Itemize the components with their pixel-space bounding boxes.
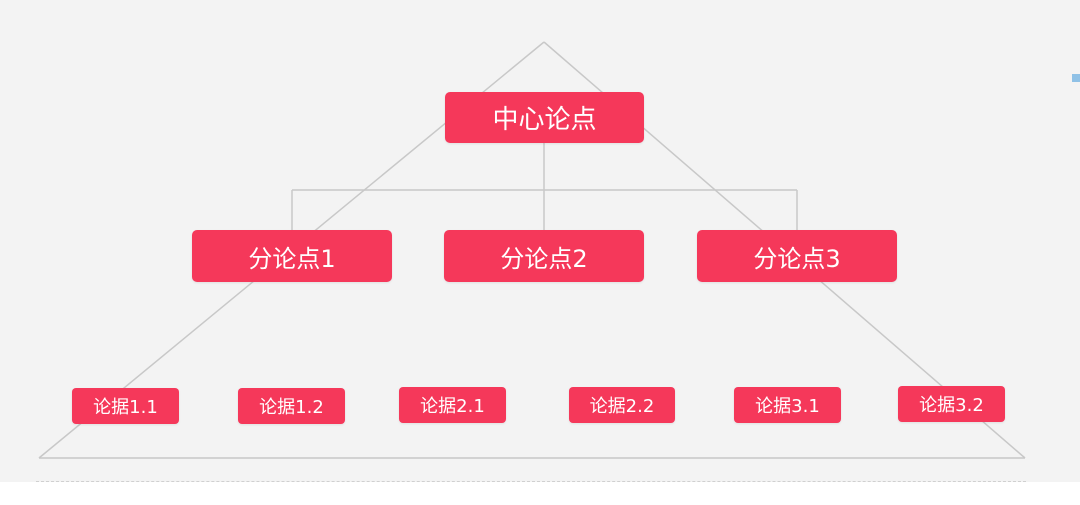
subpoint-1-node: 分论点1 [192, 230, 392, 282]
subpoint-2-node: 分论点2 [444, 230, 644, 282]
edge-marker [1072, 74, 1080, 82]
argument-1-2-node: 论据1.2 [238, 388, 345, 424]
argument-3-2-node: 论据3.2 [898, 386, 1005, 422]
argument-2-2-node: 论据2.2 [569, 387, 675, 423]
argument-3-1-node: 论据3.1 [734, 387, 841, 423]
argument-2-1-node: 论据2.1 [399, 387, 506, 423]
dashed-separator [36, 481, 1026, 482]
argument-1-1-node: 论据1.1 [72, 388, 179, 424]
central-argument-node: 中心论点 [445, 92, 644, 143]
subpoint-3-node: 分论点3 [697, 230, 897, 282]
bottom-band [0, 482, 1080, 505]
